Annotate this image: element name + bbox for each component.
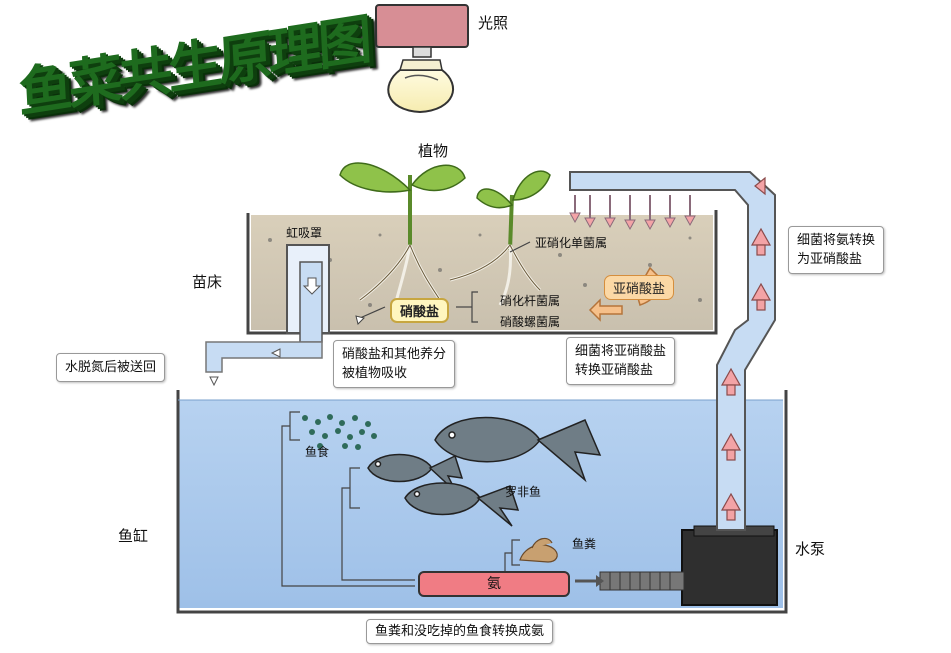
flow-arrows	[720, 176, 772, 521]
nitrospira-label: 硝酸螺菌属	[500, 315, 561, 329]
fish-waste-label: 鱼粪	[572, 537, 597, 551]
nitrite-to-nitrate-note: 细菌将亚硝酸盐 转换亚硝酸盐	[566, 337, 676, 385]
grow-bed-label: 苗床	[192, 273, 223, 291]
light-label: 光照	[478, 14, 509, 32]
nitrite-to-nitrate-line-2: 转换亚硝酸盐	[575, 363, 654, 378]
plants-label: 植物	[418, 142, 449, 160]
fish-icon	[367, 416, 602, 527]
pump-label: 水泵	[795, 540, 826, 558]
spray-arrowheads	[569, 212, 696, 231]
riser-pipe	[569, 171, 776, 531]
siphon-pipe	[205, 244, 330, 387]
spray-arrows	[574, 195, 691, 222]
return-water-note: 水脱氮后被送回	[56, 353, 166, 382]
siphon-label: 虹吸罩	[286, 226, 323, 240]
fish-food-label: 鱼食	[305, 445, 330, 459]
fish-food-icon	[302, 414, 377, 450]
fish-waste-icon	[519, 537, 558, 563]
nitrobacter-label: 硝化杆菌属	[500, 294, 561, 308]
ammonia-to-nitrite-line-2: 为亚硝酸盐	[797, 252, 863, 267]
nitrite-bacteria-label: 亚硝化单菌属	[535, 236, 608, 250]
plant-icon	[339, 162, 551, 321]
fish-tank-label: 鱼缸	[118, 527, 149, 545]
absorbed-note-line-1: 硝酸盐和其他养分	[342, 347, 447, 362]
light-bulb-icon	[375, 4, 469, 114]
waste-to-ammonia-note: 鱼粪和没吃掉的鱼食转换成氨	[366, 619, 554, 644]
nitrite-to-nitrate-line-1: 细菌将亚硝酸盐	[575, 344, 667, 359]
absorbed-note: 硝酸盐和其他养分 被植物吸收	[333, 340, 456, 388]
ammonia-to-nitrite-line-1: 细菌将氨转换	[797, 233, 876, 248]
ammonia-to-nitrite-note: 细菌将氨转换 为亚硝酸盐	[788, 226, 885, 274]
ammonia-label: 氨	[418, 571, 570, 597]
nitrite-label: 亚硝酸盐	[604, 275, 675, 300]
tilapia-label: 罗非鱼	[505, 485, 542, 499]
nitrate-label: 硝酸盐	[390, 298, 450, 323]
absorbed-note-line-2: 被植物吸收	[342, 366, 408, 381]
